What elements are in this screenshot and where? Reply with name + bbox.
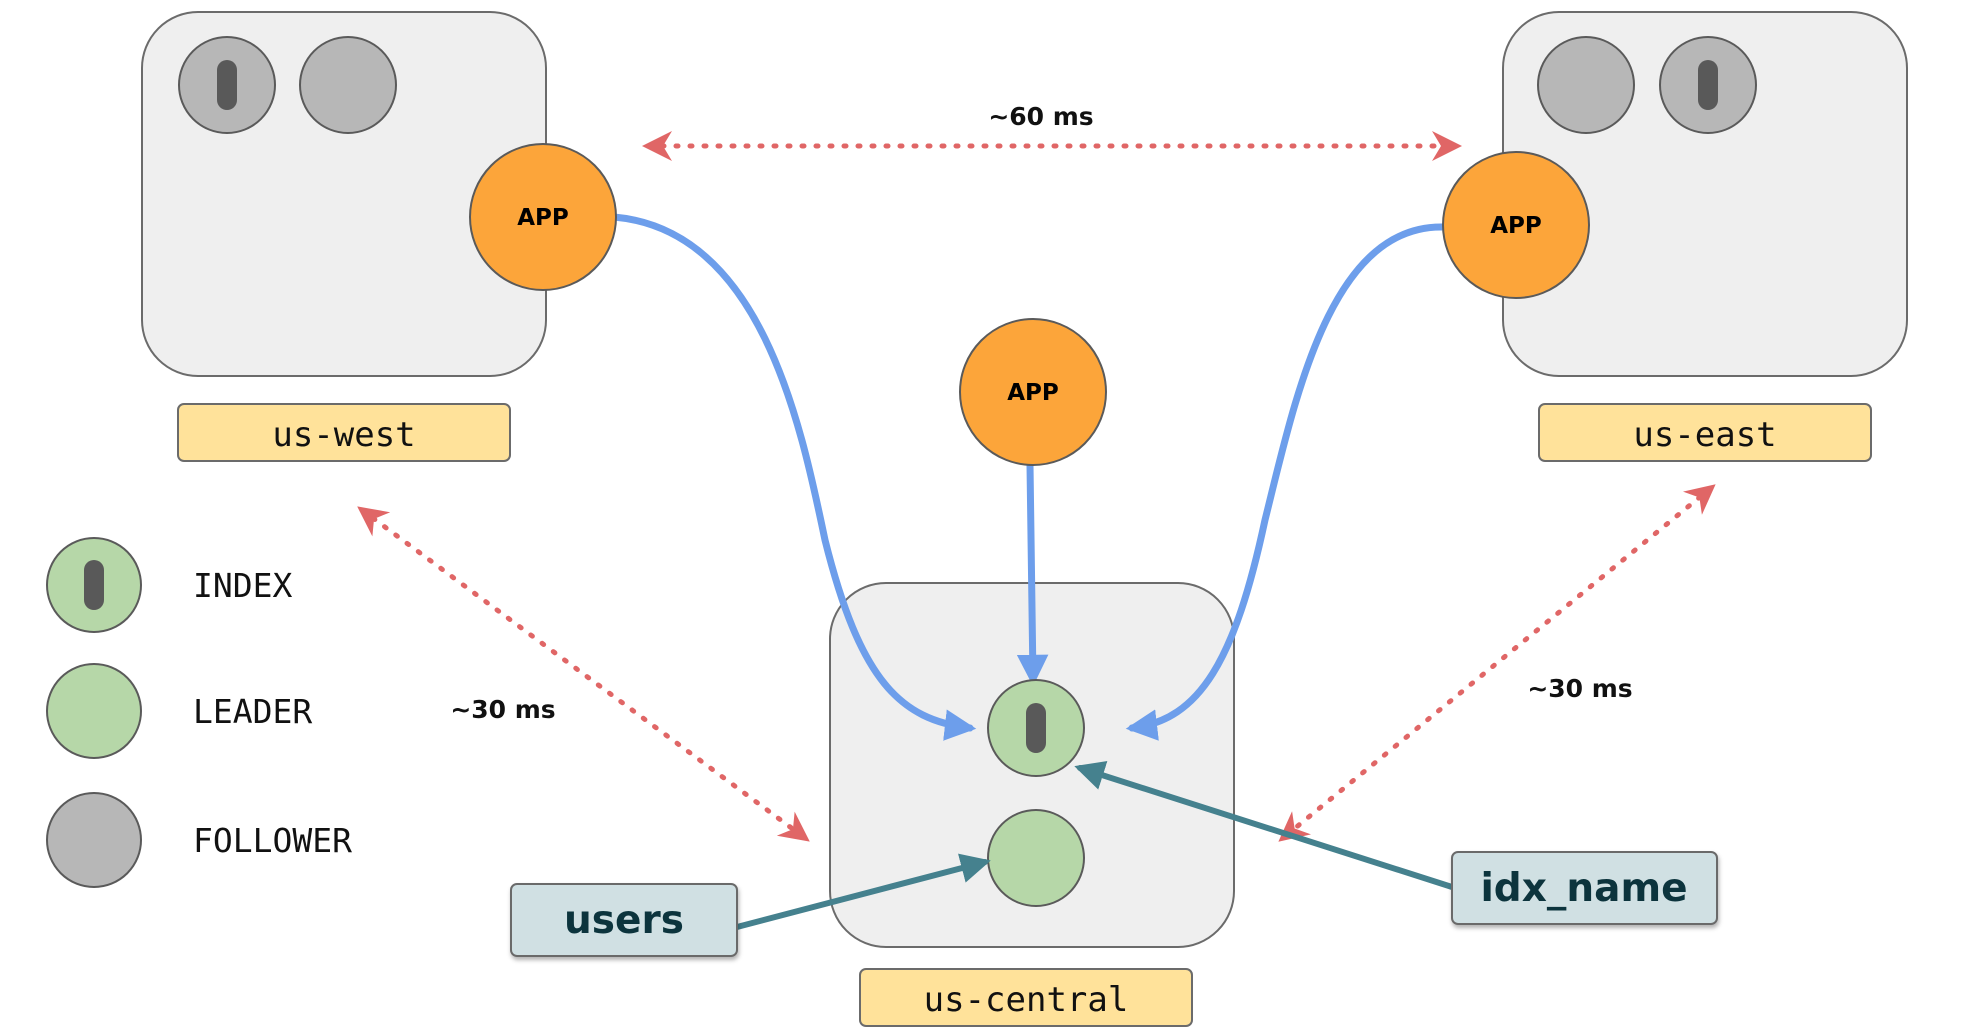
region-us-west (141, 11, 547, 377)
callout-arrow-idx-name (1074, 761, 1455, 890)
svg-text:us-central: us-central (924, 980, 1129, 1020)
svg-text:us-east: us-east (1633, 415, 1776, 455)
app-node-us-central: APP (959, 318, 1107, 466)
legend-index-label: INDEX (193, 566, 292, 605)
app-node-us-west: APP (469, 143, 617, 291)
svg-text:APP: APP (1007, 380, 1059, 406)
region-label-us-west: us-west (177, 403, 511, 462)
leader-node-index (987, 679, 1085, 777)
region-label-us-east: us-east (1538, 403, 1872, 462)
legend: INDEX LEADER FOLLOWER (46, 537, 352, 888)
leader-node (987, 809, 1085, 907)
legend-follower-label: FOLLOWER (193, 821, 352, 860)
svg-text:us-west: us-west (272, 415, 415, 455)
callout-users: users (510, 883, 738, 957)
callout-arrow-users (734, 853, 991, 930)
latency-arrow-west-central (357, 506, 810, 842)
follower-node (1537, 36, 1635, 134)
svg-text:APP: APP (517, 205, 569, 231)
follower-node-index (178, 36, 276, 134)
follower-node-index (1659, 36, 1757, 134)
latency-label-east-central: ~30 ms (1527, 674, 1632, 703)
legend-leader-swatch (46, 663, 142, 759)
request-arrow-west (610, 213, 977, 741)
callout-idx-name: idx_name (1451, 851, 1718, 925)
legend-index-swatch (46, 537, 142, 633)
legend-follower-swatch (46, 792, 142, 888)
svg-text:APP: APP (1490, 213, 1542, 239)
latency-arrow-east-central (1278, 484, 1716, 842)
latency-label-west-central: ~30 ms (450, 695, 555, 724)
svg-text:users: users (564, 898, 684, 943)
request-arrow-central (1016, 461, 1049, 687)
latency-label-west-east: ~60 ms (988, 102, 1093, 131)
follower-node (299, 36, 397, 134)
region-label-us-central: us-central (859, 968, 1193, 1027)
app-node-us-east: APP (1442, 151, 1590, 299)
legend-leader-label: LEADER (193, 692, 312, 731)
svg-text:idx_name: idx_name (1480, 866, 1687, 911)
request-arrow-east (1125, 223, 1447, 741)
